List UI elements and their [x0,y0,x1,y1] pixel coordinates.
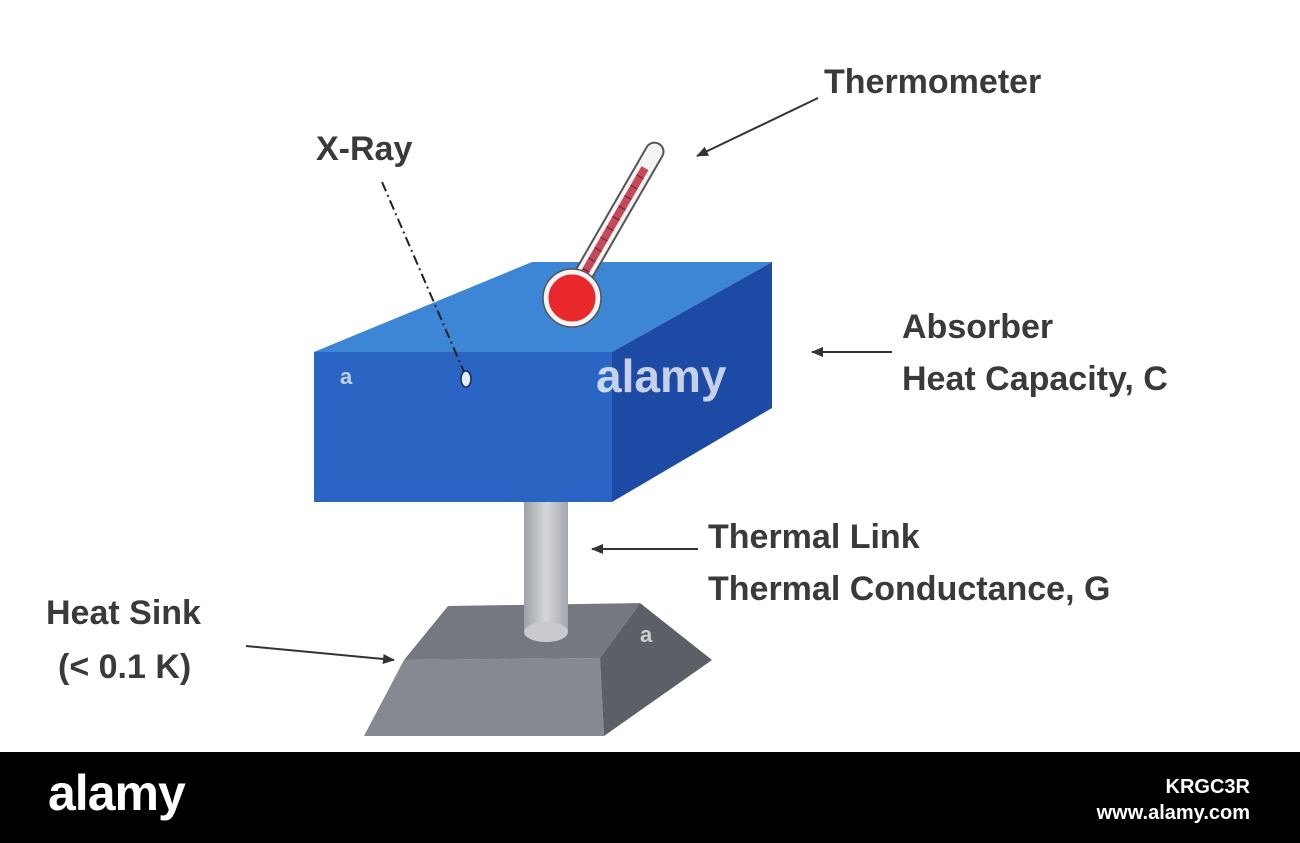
thermal-link-base [524,622,568,642]
site-url: www.alamy.com [1096,802,1250,824]
absorber-right [612,262,772,502]
heat-sink-label: Heat Sink [46,594,201,632]
heat-sink-top [404,603,640,660]
thermal-link-label: Thermal Link [708,518,920,556]
bolometer-diagram: Thermometer X-Ray Absorber Heat Capacity… [46,63,1168,736]
xray-line [381,181,465,373]
thermal-conductance-label: Thermal Conductance, G [708,570,1110,608]
heat-sink-arrow [245,645,395,664]
heat-sink-right [600,603,712,736]
watermark-mark-bottom: a [640,622,653,647]
stock-footer: alamy KRGC3R www.alamy.com [0,752,1300,843]
thermal-link-rod [524,500,568,632]
thermometer [542,141,665,328]
absorber-top [314,262,772,352]
absorber [314,262,772,502]
thermometer-bulb [543,269,601,327]
xray-label: X-Ray [316,130,412,168]
footer-id-block: KRGC3R www.alamy.com [1097,774,1250,826]
xray-path [381,181,472,388]
thermometer-arrow [696,97,819,157]
thermal-link [524,500,568,642]
heat-sink [364,603,712,736]
watermark-center: alamy [596,350,727,402]
watermark-mark-left: a [340,364,353,389]
heat-capacity-label: Heat Capacity, C [902,360,1168,398]
annotation-arrows [245,97,892,664]
xray-impact [460,370,472,388]
watermark: alamy a a [340,350,727,647]
footer-logo: alamy [48,765,186,821]
thermometer-column [575,166,649,285]
heat-sink-temp-label: (< 0.1 K) [58,648,191,686]
image-id: KRGC3R [1165,776,1250,798]
heat-sink-front [364,658,604,736]
thermometer-label: Thermometer [824,63,1041,101]
absorber-label: Absorber [902,308,1053,346]
